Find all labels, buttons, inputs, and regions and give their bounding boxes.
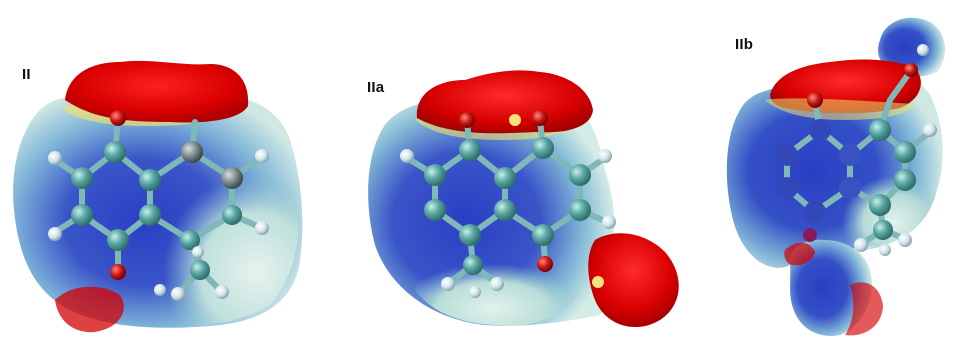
surface-negative-top — [65, 60, 249, 123]
carbon-atom — [222, 205, 242, 225]
esp-surface-ii — [13, 60, 303, 333]
carbon-atom — [459, 224, 481, 246]
surface-top-nub — [878, 17, 946, 77]
carbon-atom — [180, 230, 200, 250]
oxygen-atom — [537, 256, 553, 272]
hydrogen-atom — [490, 277, 504, 291]
surface-bottom-lobe — [789, 239, 872, 336]
oxygen-atom — [459, 112, 475, 128]
hydrogen-atom — [255, 149, 269, 163]
hydrogen-atom — [598, 149, 612, 163]
hydrogen-atom — [441, 277, 455, 291]
carbon-atom — [869, 119, 891, 141]
oxygen-atom — [110, 264, 126, 280]
carbon-atom — [71, 167, 93, 189]
carbon-atom — [459, 139, 481, 161]
carbon-atom — [869, 194, 891, 216]
hydrogen-atom — [48, 227, 62, 241]
hydrogen-atom — [917, 44, 929, 56]
hydrogen-atom — [854, 238, 868, 252]
carbon-atom — [139, 204, 161, 226]
oxygen-atom — [904, 63, 918, 77]
surface-negative-right — [588, 233, 679, 328]
oxygen-atom — [803, 228, 817, 242]
panel-iib: IIb — [715, 0, 958, 340]
carbon-atom — [776, 144, 798, 166]
carbon-atom — [424, 199, 446, 221]
carbon-atom — [894, 141, 916, 163]
carbon-atom — [221, 167, 243, 189]
carbon-atom — [873, 220, 893, 240]
carbon-atom — [894, 169, 916, 191]
surface-transition — [765, 98, 915, 120]
surface-negative-bottom — [784, 242, 815, 266]
hydrogen-atom — [592, 276, 604, 288]
carbon-atom — [532, 137, 554, 159]
panel-label: II — [22, 66, 31, 83]
carbon-atom — [424, 164, 446, 186]
hydrogen-atom — [171, 287, 185, 301]
atoms-ii — [48, 110, 269, 301]
hydrogen-atom — [215, 285, 229, 299]
carbon-atom — [463, 255, 483, 275]
hydrogen-atom — [898, 233, 912, 247]
carbon-atom — [107, 229, 129, 251]
panel-ii: II — [0, 0, 310, 340]
carbon-atom — [809, 119, 831, 141]
esp-surface-iia — [368, 70, 679, 328]
panel-label: IIb — [735, 36, 754, 53]
atoms-iib — [776, 44, 937, 256]
esp-surface-iib — [726, 17, 946, 336]
oxygen-atom — [532, 110, 548, 126]
carbon-atom — [190, 260, 210, 280]
carbon-atom — [839, 144, 861, 166]
carbon-atom — [139, 169, 161, 191]
carbon-atom — [494, 167, 516, 189]
carbon-atom — [839, 177, 861, 199]
carbon-atom — [532, 224, 554, 246]
hydrogen-atom — [48, 151, 62, 165]
carbon-atom — [104, 141, 126, 163]
carbon-atom — [181, 141, 203, 163]
panel-iia: IIa — [355, 0, 685, 340]
carbon-atom — [569, 199, 591, 221]
hydrogen-atom — [255, 221, 269, 235]
hydrogen-atom — [469, 286, 481, 298]
surface-neutral-region — [130, 146, 299, 327]
hydrogen-atom — [400, 149, 414, 163]
carbon-atom — [776, 177, 798, 199]
hydrogen-atom — [923, 123, 937, 137]
panel-label: IIa — [367, 79, 385, 96]
oxygen-atom — [807, 92, 823, 108]
carbon-atom — [71, 204, 93, 226]
surface-negative-bottom-right — [845, 282, 883, 336]
hydrogen-atom — [509, 114, 521, 126]
carbon-atom — [494, 199, 516, 221]
hydrogen-atom — [602, 215, 616, 229]
atoms-iia — [400, 110, 616, 298]
surface-negative-bottom — [55, 286, 124, 333]
hydrogen-atom — [154, 284, 166, 296]
hydrogen-atom — [879, 244, 891, 256]
carbon-atom — [569, 164, 591, 186]
surface-negative-top — [416, 70, 593, 134]
carbon-atom — [804, 201, 826, 223]
hydrogen-atom — [192, 246, 204, 258]
oxygen-atom — [110, 110, 126, 126]
